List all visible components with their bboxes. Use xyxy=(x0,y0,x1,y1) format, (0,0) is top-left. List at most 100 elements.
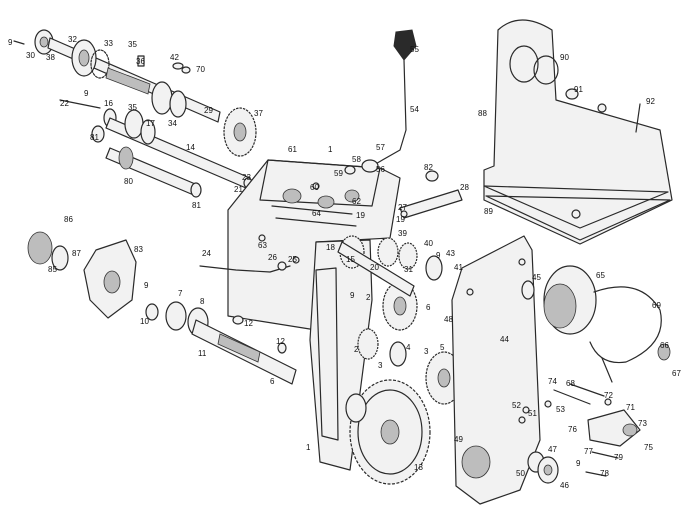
label-9: 9 xyxy=(8,38,13,47)
label-88: 88 xyxy=(478,109,487,118)
label-37: 37 xyxy=(254,109,263,118)
label-87: 87 xyxy=(72,249,81,258)
bearing-81b xyxy=(190,182,202,198)
label-35b: 35 xyxy=(128,103,137,112)
rod-74 xyxy=(553,389,591,405)
label-28: 28 xyxy=(460,183,469,192)
cover-boss xyxy=(509,45,539,83)
label-19b: 19 xyxy=(396,215,405,224)
label-5: 5 xyxy=(440,343,445,352)
label-63: 63 xyxy=(258,241,267,250)
label-64: 64 xyxy=(312,209,321,218)
housing-bore-b xyxy=(317,195,335,209)
label-11: 11 xyxy=(198,349,207,358)
housing-small-parts xyxy=(399,170,463,219)
label-66: 66 xyxy=(660,341,669,350)
bolt-63 xyxy=(258,234,266,242)
label-71: 71 xyxy=(626,403,635,412)
label-29: 29 xyxy=(204,106,213,115)
label-49: 49 xyxy=(454,435,463,444)
output-shaft-group xyxy=(145,301,297,385)
label-33: 33 xyxy=(104,39,113,48)
label-61: 61 xyxy=(288,145,297,154)
plug-82 xyxy=(425,170,439,182)
label-38: 38 xyxy=(46,53,55,62)
bolt-60 xyxy=(312,182,320,190)
band-69 xyxy=(589,286,662,364)
ring-58 xyxy=(344,165,356,175)
gear-34b xyxy=(169,90,187,118)
pin-70 xyxy=(181,66,191,74)
label-43: 43 xyxy=(446,249,455,258)
bolt-26 xyxy=(277,261,287,271)
label-59: 59 xyxy=(334,169,343,178)
label-40: 40 xyxy=(424,239,433,248)
label-69: 69 xyxy=(652,301,661,310)
label-56: 56 xyxy=(376,165,385,174)
label-70: 70 xyxy=(196,65,205,74)
bearing-7 xyxy=(165,301,187,331)
label-74: 74 xyxy=(548,377,557,386)
gear-31 xyxy=(398,242,418,270)
key-36 xyxy=(137,55,145,67)
flange-83-bore xyxy=(103,270,121,294)
label-52: 52 xyxy=(512,401,521,410)
label-36: 36 xyxy=(136,57,145,66)
gear-17 xyxy=(124,109,144,139)
label-30: 30 xyxy=(26,51,35,60)
ring-45 xyxy=(521,280,535,300)
label-92: 92 xyxy=(646,97,655,106)
label-51: 51 xyxy=(528,409,537,418)
label-90: 90 xyxy=(560,53,569,62)
lever-rod-54 xyxy=(371,59,407,167)
label-26: 26 xyxy=(268,253,277,262)
gear-15 xyxy=(140,119,156,145)
lever-73 xyxy=(587,409,641,447)
label-62: 62 xyxy=(352,197,361,206)
label-79: 79 xyxy=(614,453,623,462)
label-2b: 2 xyxy=(354,345,359,354)
label-57: 57 xyxy=(376,143,385,152)
label-9c: 9 xyxy=(436,251,441,260)
housing-bore-c xyxy=(344,189,360,203)
gear-2-3 xyxy=(357,328,379,360)
label-22: 22 xyxy=(60,99,69,108)
label-9e: 9 xyxy=(144,281,149,290)
key-12a xyxy=(232,315,244,325)
rod-78 xyxy=(585,471,607,477)
housing-top-opening xyxy=(259,159,381,207)
top-cover xyxy=(483,19,673,245)
bolt-25 xyxy=(292,256,300,264)
label-78: 78 xyxy=(600,469,609,478)
pin-77 xyxy=(591,451,619,459)
gear-37-hub xyxy=(233,122,247,142)
cover-hole-b xyxy=(571,209,581,219)
label-19: 19 xyxy=(356,211,365,220)
label-23: 23 xyxy=(242,173,251,182)
cover-bolt-a xyxy=(466,288,474,296)
selector-rod-2 xyxy=(275,217,357,227)
label-65: 65 xyxy=(596,271,605,280)
cover-plate-89 xyxy=(485,195,671,241)
label-80: 80 xyxy=(124,177,133,186)
label-53: 53 xyxy=(556,405,565,414)
label-20: 20 xyxy=(370,263,379,272)
clip-72 xyxy=(604,398,612,406)
label-68: 68 xyxy=(566,379,575,388)
splined-section xyxy=(105,67,151,95)
bolt-92 xyxy=(635,103,641,133)
label-9d: 9 xyxy=(350,291,355,300)
label-54: 54 xyxy=(410,105,419,114)
label-34: 34 xyxy=(168,119,177,128)
label-6b: 6 xyxy=(270,377,275,386)
label-9f: 9 xyxy=(576,459,581,468)
drum-65-inner xyxy=(543,283,577,329)
label-55: 55 xyxy=(410,45,419,54)
label-42: 42 xyxy=(170,53,179,62)
housing-bore-a xyxy=(282,188,302,204)
upper-shaft-assembly xyxy=(13,29,257,157)
label-67: 67 xyxy=(672,369,681,378)
label-82: 82 xyxy=(424,163,433,172)
left-flange-group xyxy=(27,231,137,319)
label-81: 81 xyxy=(90,133,99,142)
